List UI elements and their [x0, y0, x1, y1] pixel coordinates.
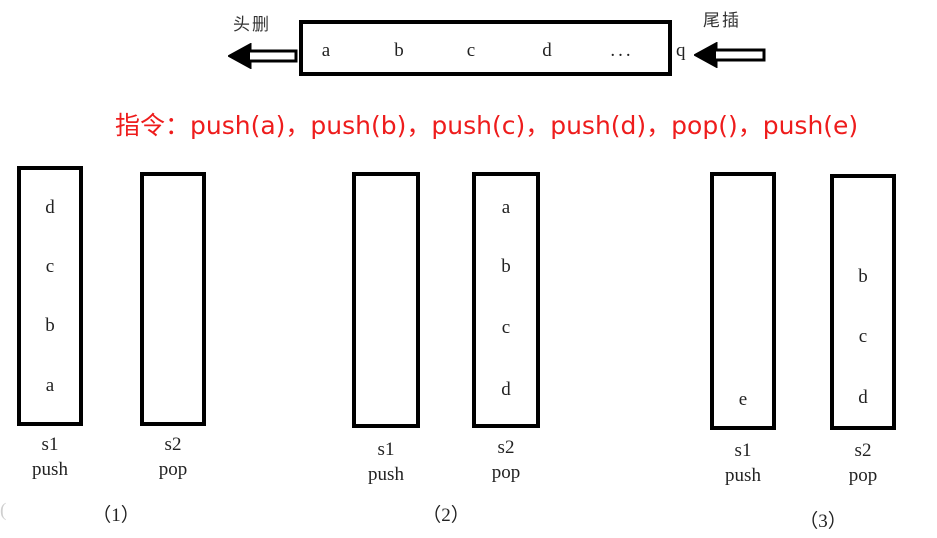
stack-item: d	[858, 387, 868, 408]
stack-name: s2	[854, 440, 872, 461]
stack-operation: push	[725, 465, 761, 486]
stack-item: c	[858, 326, 868, 347]
queue-cell-ellipsis: ...	[610, 40, 634, 61]
stack-item: a	[501, 197, 511, 218]
stack-item: d	[501, 379, 511, 400]
stack-name: s1	[41, 434, 59, 455]
group-caption-2: （2）	[422, 505, 470, 526]
stack-s1-caption-group3: s1 push	[710, 438, 776, 488]
stack-item: a	[45, 375, 55, 396]
stack-operation: pop	[158, 459, 188, 480]
stack-operation: push	[32, 459, 68, 480]
stack-item: c	[501, 317, 511, 338]
stack-s2-group1	[140, 172, 206, 426]
stack-item: c	[45, 256, 55, 277]
stray-paren-artifact: (	[0, 500, 7, 521]
head-delete-arrow-icon	[226, 42, 298, 74]
tail-insert-arrow-icon	[692, 41, 766, 73]
stack-operation: pop	[848, 465, 878, 486]
stack-s1-group3: e	[710, 172, 776, 430]
stack-s2-group2: a b c d	[472, 172, 540, 428]
queue-cell: d	[542, 40, 552, 61]
stack-s1-caption-group1: s1 push	[17, 432, 83, 482]
queue-tail-pointer-label: q	[676, 40, 686, 61]
stack-s1-group2	[352, 172, 420, 428]
queue-cell: b	[394, 40, 404, 61]
stack-s1-group1: d c b a	[17, 166, 83, 426]
queue-cell: a	[321, 40, 331, 61]
stack-item: b	[501, 256, 511, 277]
stack-name: s1	[377, 439, 395, 460]
stack-s2-caption-group2: s2 pop	[472, 435, 540, 485]
stack-name: s1	[734, 440, 752, 461]
stack-s2-group3: b c d	[830, 174, 896, 430]
queue-cell: c	[466, 40, 476, 61]
stack-item: e	[738, 389, 748, 410]
stack-name: s2	[164, 434, 182, 455]
stack-s1-caption-group2: s1 push	[352, 437, 420, 487]
queue-container	[299, 20, 672, 76]
group-caption-3: （3）	[799, 511, 847, 532]
group-caption-1: （1）	[92, 505, 140, 526]
stack-operation: push	[368, 464, 404, 485]
stack-s2-caption-group1: s2 pop	[140, 432, 206, 482]
stack-item: b	[45, 315, 55, 336]
stack-s2-caption-group3: s2 pop	[830, 438, 896, 488]
stack-name: s2	[497, 437, 515, 458]
head-delete-label: 头删	[233, 15, 271, 35]
stack-item: d	[45, 197, 55, 218]
tail-insert-label: 尾插	[703, 11, 741, 31]
stack-item: b	[858, 266, 868, 287]
instruction-text: 指令：push(a)，push(b)，push(c)，push(d)，pop()…	[115, 111, 859, 140]
stack-operation: pop	[491, 462, 521, 483]
